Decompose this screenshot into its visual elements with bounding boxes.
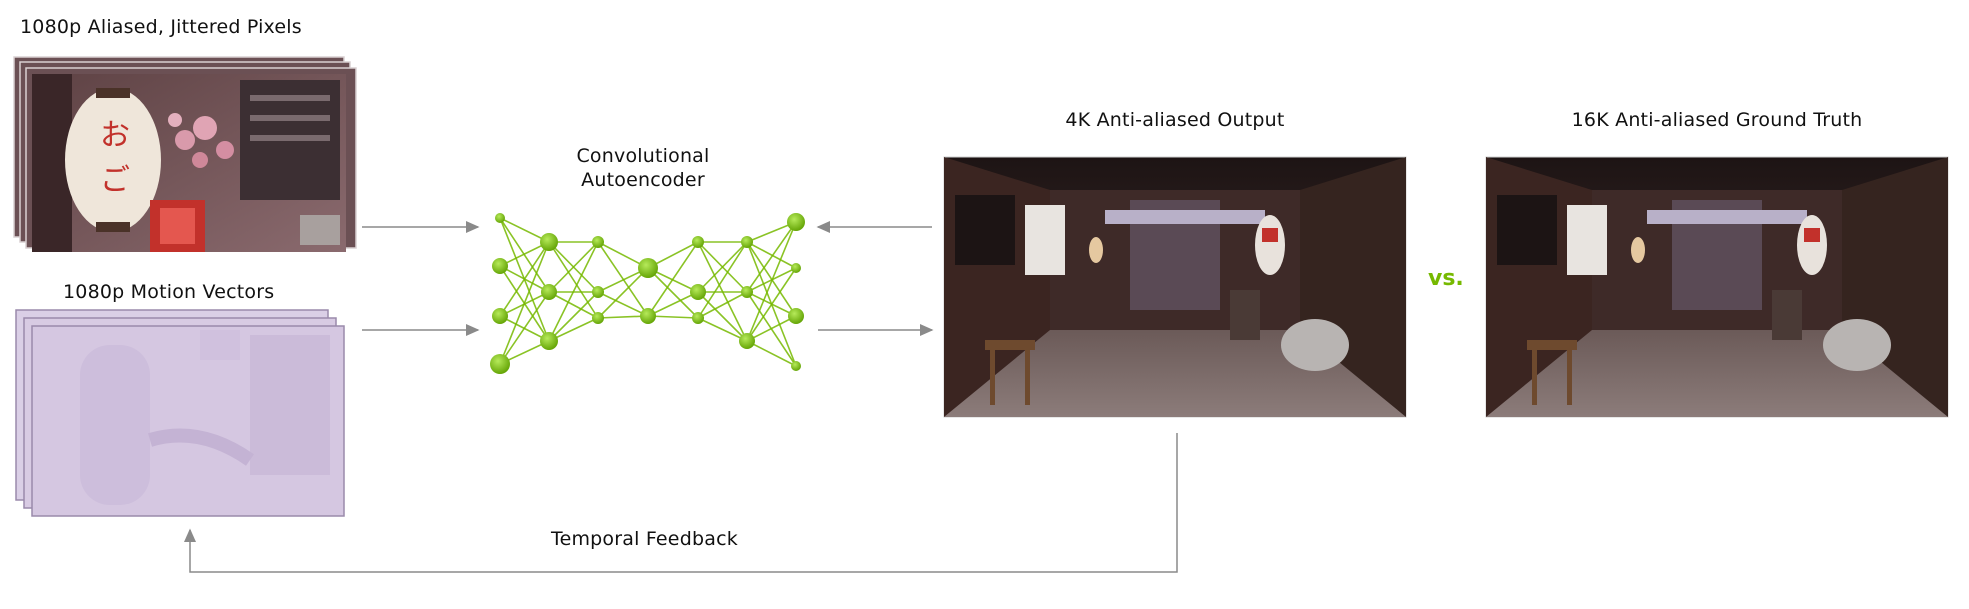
network-edge (548, 317, 599, 342)
network-node (741, 286, 753, 298)
network-node (638, 258, 658, 278)
network-node (540, 332, 558, 350)
network-edge (499, 241, 550, 365)
network-edge (597, 291, 649, 317)
network-edge (746, 241, 797, 317)
network-node (692, 236, 704, 248)
network-node (741, 236, 753, 248)
svg-text:ご: ご (100, 163, 130, 198)
network-node (592, 286, 604, 298)
svg-text:お: お (100, 118, 130, 153)
neural-network-icon (490, 213, 805, 374)
network-label-line1: Convolutional (576, 145, 710, 167)
network-node (490, 354, 510, 374)
network-node (640, 308, 656, 324)
network-edge (647, 241, 699, 317)
network-edge (597, 267, 649, 319)
network-node (492, 308, 508, 324)
network-edge (746, 315, 797, 342)
network-edge (697, 241, 748, 293)
network-edge (746, 340, 797, 367)
network-node (592, 312, 604, 324)
network-node (495, 213, 505, 223)
ground-truth-label: 16K Anti-aliased Ground Truth (1571, 109, 1863, 131)
output-label: 4K Anti-aliased Output (1065, 109, 1285, 131)
network-label-line2: Autoencoder (581, 168, 705, 191)
network-node (787, 213, 805, 231)
network-edge (548, 291, 599, 319)
network-edge (548, 241, 599, 342)
alley-lantern-image: お ご (32, 74, 346, 252)
network-node (692, 312, 704, 324)
network-edge (548, 241, 599, 319)
network-edge (697, 317, 748, 342)
network-edge (499, 241, 550, 267)
network-edge (548, 291, 599, 342)
comparison-label: vs. (1428, 266, 1464, 291)
network-edge (647, 291, 699, 317)
network-node (690, 284, 706, 300)
network-label: Convolutional Autoencoder (543, 145, 743, 193)
network-edge (499, 217, 550, 293)
network-node (592, 236, 604, 248)
network-edge (746, 221, 797, 293)
network-edge (597, 315, 649, 319)
network-edge (499, 291, 550, 365)
motion-vectors-stack (15, 309, 345, 517)
network-node (540, 233, 558, 251)
network-node (791, 361, 801, 371)
network-node (492, 258, 508, 274)
network-edge (746, 221, 797, 342)
network-edge (548, 241, 599, 293)
feedback-label: Temporal Feedback (551, 528, 738, 550)
alley-street-image (1485, 156, 1949, 418)
network-edge (499, 241, 550, 317)
motion-vectors-label: 1080p Motion Vectors (63, 281, 275, 303)
network-edge (697, 291, 748, 319)
network-edge (597, 241, 649, 317)
network-edge (499, 217, 550, 243)
network-node (788, 308, 804, 324)
input-pixels-stack: お ご (13, 56, 357, 252)
network-edge (647, 267, 699, 319)
network-node (739, 333, 755, 349)
temporal-feedback-arrow (184, 433, 1178, 573)
output-image (943, 156, 1407, 418)
network-node (541, 284, 557, 300)
network-edge (746, 241, 797, 269)
network-node (791, 263, 801, 273)
network-edge (697, 241, 748, 319)
network-edge (746, 267, 797, 342)
ground-truth-image (1485, 156, 1949, 418)
alley-street-image (943, 156, 1407, 418)
network-edge (697, 291, 748, 342)
network-edge (647, 315, 699, 319)
input-pixels-label: 1080p Aliased, Jittered Pixels (20, 16, 302, 38)
